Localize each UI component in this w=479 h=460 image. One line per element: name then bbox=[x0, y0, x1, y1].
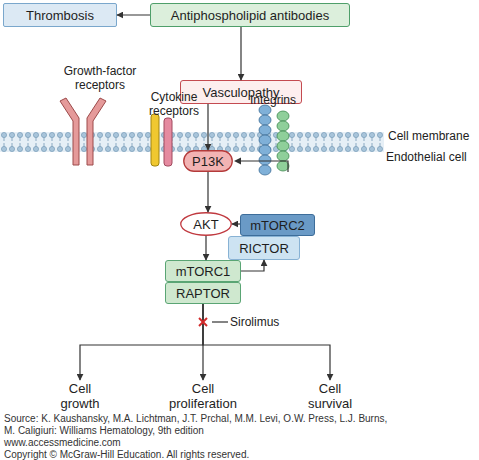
node-text: RICTOR bbox=[239, 241, 289, 256]
source-line: Copyright © McGraw-Hill Education. All r… bbox=[4, 449, 474, 460]
signal-arrow bbox=[232, 223, 240, 224]
node-text: Cell proliferation bbox=[161, 381, 245, 411]
kinase-ellipse: AKT bbox=[180, 212, 232, 236]
receptor-label: Integrins bbox=[250, 93, 310, 107]
cell-membrane bbox=[0, 132, 384, 152]
signal-arrow bbox=[207, 104, 208, 150]
node-text: mTORC1 bbox=[176, 264, 231, 279]
cytokine-receptor bbox=[151, 114, 172, 166]
drug-label: Sirolimus bbox=[230, 315, 300, 329]
signal-arrow bbox=[241, 260, 264, 271]
subunit-box: RICTOR bbox=[228, 236, 300, 260]
signal-arrow bbox=[117, 14, 150, 15]
signal-arrow bbox=[80, 304, 203, 380]
inhibition-mark bbox=[199, 318, 207, 326]
outline bbox=[184, 151, 233, 172]
complex-box: mTORC2 bbox=[240, 214, 315, 236]
signal-arrow bbox=[240, 27, 241, 80]
cause-box: Antiphospholipid antibodies bbox=[150, 3, 350, 27]
outcome-text: Cell growth bbox=[50, 380, 110, 412]
outcome-box: Thrombosis bbox=[3, 3, 117, 27]
kinase-pill: P13K bbox=[183, 150, 233, 172]
node-text: Antiphospholipid antibodies bbox=[171, 8, 329, 23]
leader-line bbox=[212, 321, 228, 322]
node-text: AKT bbox=[193, 217, 218, 232]
source-line: www.accessmedicine.com bbox=[4, 437, 474, 449]
subunit-box: RAPTOR bbox=[165, 282, 241, 304]
source-line: M. Caligiuri: Williams Hematology, 9th e… bbox=[4, 425, 474, 437]
node-text: Cell growth bbox=[50, 381, 110, 411]
receptor-label: Cytokine receptors bbox=[138, 90, 210, 118]
source-line: Source: K. Kaushansky, M.A. Lichtman, J.… bbox=[4, 413, 474, 425]
node-text: RAPTOR bbox=[176, 286, 230, 301]
integrin bbox=[259, 105, 289, 175]
node-text: mTORC2 bbox=[250, 218, 305, 233]
outline bbox=[181, 213, 232, 236]
node-text: Cell survival bbox=[300, 381, 360, 411]
integrin-signal-arrow bbox=[234, 158, 288, 173]
signal-arrow bbox=[207, 172, 208, 212]
outcome-text: Cell survival bbox=[300, 380, 360, 412]
node-text: Thrombosis bbox=[26, 8, 94, 23]
receptor-label: Growth-factor receptors bbox=[52, 64, 148, 92]
complex-box: mTORC1 bbox=[165, 260, 241, 282]
node-text: P13K bbox=[192, 154, 224, 169]
membrane-label: Cell membrane bbox=[388, 129, 478, 143]
cell-label: Endothelial cell bbox=[386, 150, 478, 164]
signal-arrow bbox=[205, 236, 206, 260]
signal-arrow bbox=[203, 304, 330, 380]
lipid-bilayer bbox=[0, 132, 384, 152]
outcome-text: Cell proliferation bbox=[161, 380, 245, 412]
growth-factor-receptor bbox=[60, 98, 106, 165]
